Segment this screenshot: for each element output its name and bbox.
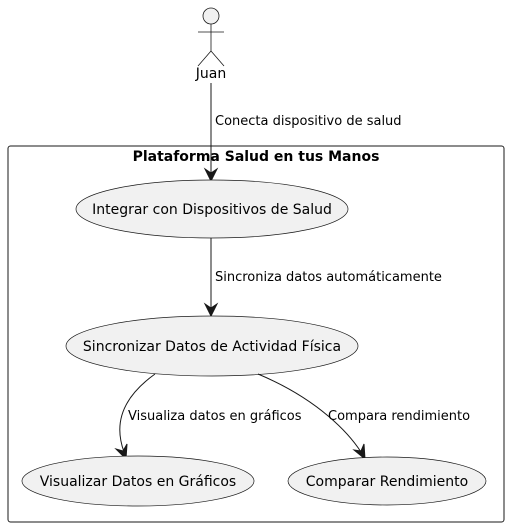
edge-juan-integrar: Conecta dispositivo de salud [203, 83, 402, 183]
system-boundary-rect [7, 145, 505, 523]
usecase-label: Integrar con Dispositivos de Salud [92, 202, 332, 218]
usecase-comparar: Comparar Rendimiento [287, 456, 487, 506]
usecase-ellipse [75, 179, 349, 239]
edge-label: Sincroniza datos automáticamente [215, 270, 442, 285]
arrowhead-icon [352, 443, 366, 461]
actor-label: Juan [195, 66, 226, 82]
usecase-integrar: Integrar con Dispositivos de Salud [75, 179, 349, 239]
actor-head [202, 7, 220, 25]
edge-label: Conecta dispositivo de salud [215, 114, 402, 129]
usecase-ellipse [287, 456, 487, 506]
edge-label: Visualiza datos en gráficos [128, 409, 302, 424]
edge-sincronizar-visualizar: Visualiza datos en gráficos [114, 373, 302, 461]
usecase-label: Sincronizar Datos de Actividad Física [83, 339, 341, 355]
system-title: Plataforma Salud en tus Manos [133, 149, 380, 165]
usecase-label: Comparar Rendimiento [306, 474, 468, 490]
actor-right-leg [210, 50, 225, 67]
arrowhead-icon [114, 443, 128, 461]
usecase-ellipse [21, 455, 255, 507]
arrowhead-icon [203, 302, 219, 318]
edge-integrar-sincronizar: Sincroniza datos automáticamente [203, 238, 442, 318]
actor-juan: Juan [195, 7, 226, 82]
usecase-visualizar: Visualizar Datos en Gráficos [21, 455, 255, 507]
usecase-label: Visualizar Datos en Gráficos [40, 474, 236, 490]
system-boundary: Plataforma Salud en tus Manos [7, 145, 505, 523]
edge-label: Compara rendimiento [328, 409, 470, 424]
usecase-ellipse [65, 315, 359, 377]
edge-line [119, 373, 156, 453]
edge-sincronizar-comparar: Compara rendimiento [257, 373, 470, 461]
stick-figure-icon [197, 7, 225, 67]
usecase-sincronizar: Sincronizar Datos de Actividad Física [65, 315, 359, 377]
edge-line [257, 373, 362, 453]
arrowhead-icon [203, 167, 219, 183]
actor-left-leg [197, 50, 212, 67]
